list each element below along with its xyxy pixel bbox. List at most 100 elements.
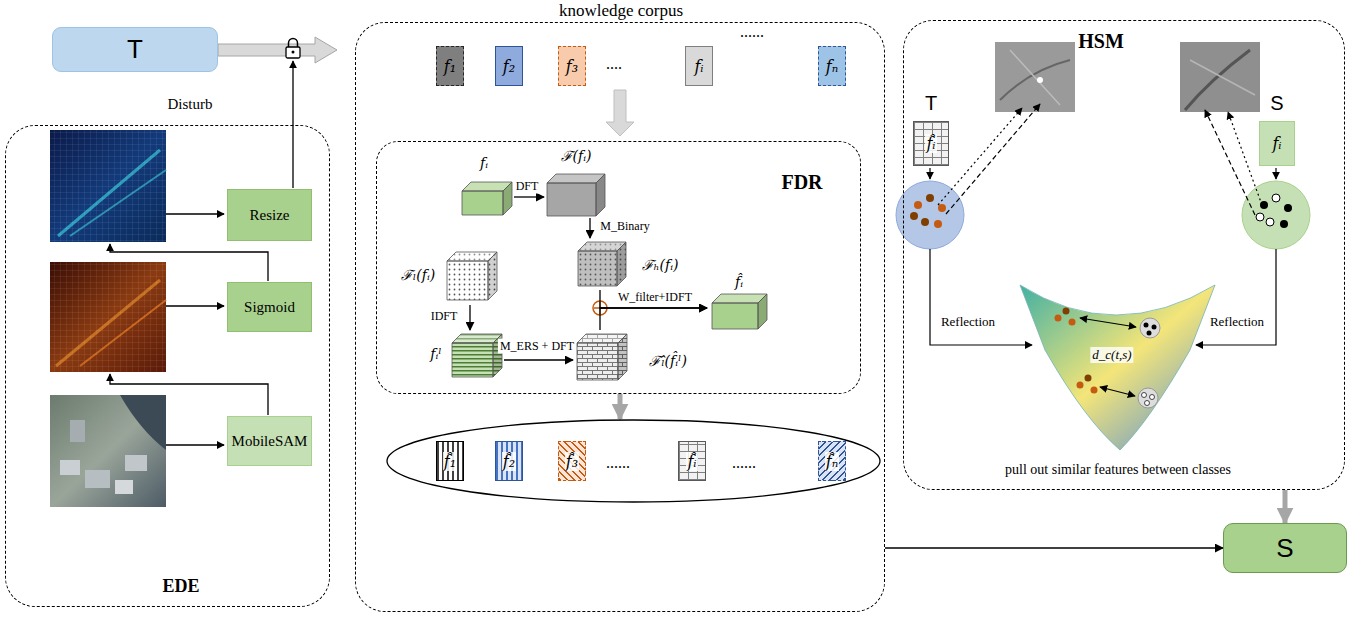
node-label: HSM [1078, 30, 1124, 53]
node-label: fₙ [826, 57, 838, 76]
feature-box: fᵢ [1259, 121, 1295, 166]
connector-arrow [589, 218, 590, 238]
feature-box: fₙ [818, 46, 846, 86]
feature-cube: f̂ᵢ [707, 272, 772, 332]
node-label: f̂ₙ [825, 452, 839, 471]
feature-box: f₃ [558, 46, 586, 86]
edge-label: W_filter+IDFT [616, 290, 694, 305]
loss-surface [1020, 285, 1215, 450]
edge-label: DFT [514, 179, 541, 194]
node-label: ℱ̂ₗ(f̂ᵢˡ) [649, 351, 687, 370]
connector-arrow [600, 290, 707, 308]
node-label: ...... [732, 454, 756, 472]
node-label: S [1276, 533, 1293, 564]
node-label: f̂ᵢ [735, 274, 743, 290]
plain-label: Disturb [168, 96, 213, 113]
node-label: f̂₃ [565, 452, 579, 471]
hsm-region: HSM Tf̂ᵢ Sfᵢ [903, 20, 1345, 490]
arrow-label: Reflection [941, 314, 995, 330]
cube-shape [578, 242, 626, 286]
node-label: T [925, 92, 937, 115]
process-box: Resize [227, 189, 312, 241]
process-box: Sigmoid [227, 282, 312, 332]
connector-arrow [514, 196, 544, 197]
connector-arrow [504, 359, 573, 360]
cube-shape [447, 252, 497, 300]
connector-arrow [1283, 490, 1288, 523]
feature-box: f̂₃ [558, 441, 586, 481]
student-feature: Sfᵢ [1259, 89, 1295, 166]
node-label: fᵢ [480, 155, 488, 171]
locked-arrow [218, 37, 337, 63]
block-arrow [606, 90, 634, 136]
ede-arrows [110, 61, 293, 445]
node-label: knowledge corpus [559, 1, 683, 21]
node-label: T [127, 34, 143, 65]
connector-arrow [885, 547, 1223, 548]
process-box: MobileSAM [227, 416, 312, 466]
node-label: f₃ [566, 57, 578, 76]
feature-box: f₂ [495, 46, 523, 86]
cube-shape [462, 182, 512, 215]
connector-arrow [469, 305, 470, 330]
node-label: ℱ(fᵢ) [561, 146, 592, 165]
edge-label: M_ERS + DFT [498, 339, 576, 354]
feature-box: f̂ᵢ [913, 121, 949, 166]
cube-shape [712, 294, 767, 329]
node-label: f₁ [444, 57, 456, 76]
distance-label: d_c(t,s) [1090, 347, 1133, 363]
cube-shape [547, 174, 605, 216]
feature-box: f̂ₙ [818, 441, 846, 481]
feature-cube: fᵢˡ [422, 330, 504, 380]
feature-box: fᵢ [685, 46, 713, 86]
lock-icon [286, 39, 300, 59]
cube-shape [452, 334, 502, 377]
node-label: EDE [162, 576, 199, 597]
teacher-box: T [52, 27, 218, 72]
feature-box: f̂ᵢ [678, 441, 706, 481]
ede-images [50, 130, 166, 507]
node-label: fᵢ [1272, 134, 1281, 153]
fdr-region: FDR fᵢ ℱ(fᵢ) ℱₗ(fᵢ) ℱₕ(fᵢ) fᵢˡ ℱ̂ₗ(f̂ᵢˡ) f̂ᵢ [376, 141, 861, 394]
feature-cube: ℱ(fᵢ) [544, 144, 610, 218]
node-label: Resize [250, 207, 290, 224]
node-label: ℱₗ(fᵢ) [401, 265, 435, 284]
cube-shape [577, 334, 627, 380]
ellipsis: .... [606, 55, 622, 73]
student-box: S [1223, 523, 1347, 573]
node-label: S [1270, 92, 1283, 115]
hsm-arrows [930, 104, 1276, 345]
feature-box: f̂₂ [495, 441, 523, 481]
hsm-images [995, 42, 1260, 112]
edge-label: M_Binary [598, 219, 651, 234]
node-label: MobileSAM [232, 433, 308, 450]
arrow-label: Reflection [1210, 314, 1264, 330]
feature-cube: ℱₗ(fᵢ) [390, 247, 500, 305]
ede-region: EDE ResizeSigmoidMobileSAM [5, 125, 330, 607]
node-label: f₂ [503, 57, 515, 76]
node-label: fᵢˡ [430, 346, 441, 362]
feature-cube: ℱₕ(fᵢ) [574, 238, 694, 290]
feature-cube: ℱ̂ₗ(f̂ᵢˡ) [573, 330, 708, 382]
feature-clusters [896, 181, 1310, 249]
refined-corpus-ellipse: ............ f̂₁ f̂₂ f̂₃ f̂ᵢ f̂ₙ [386, 419, 881, 503]
node-label: Sigmoid [244, 299, 295, 316]
teacher-feature: Tf̂ᵢ [913, 89, 949, 166]
connector-arrow [618, 394, 623, 419]
node-label: fᵢ [694, 57, 703, 76]
node-label: FDR [781, 171, 822, 194]
node-label: ...... [606, 454, 630, 472]
node-label: f̂₁ [443, 452, 457, 471]
caption-note: pull out similar features between classe… [1005, 462, 1231, 478]
node-label: f̂₂ [502, 452, 516, 471]
ellipsis: ...... [740, 23, 764, 41]
connector-arrow [600, 308, 707, 330]
node-label: ℱₕ(fᵢ) [642, 255, 679, 274]
edge-label: IDFT [429, 309, 460, 324]
feature-box: f̂₁ [436, 441, 464, 481]
feature-box: f₁ [436, 46, 464, 86]
feature-cube: fᵢ [457, 147, 514, 217]
